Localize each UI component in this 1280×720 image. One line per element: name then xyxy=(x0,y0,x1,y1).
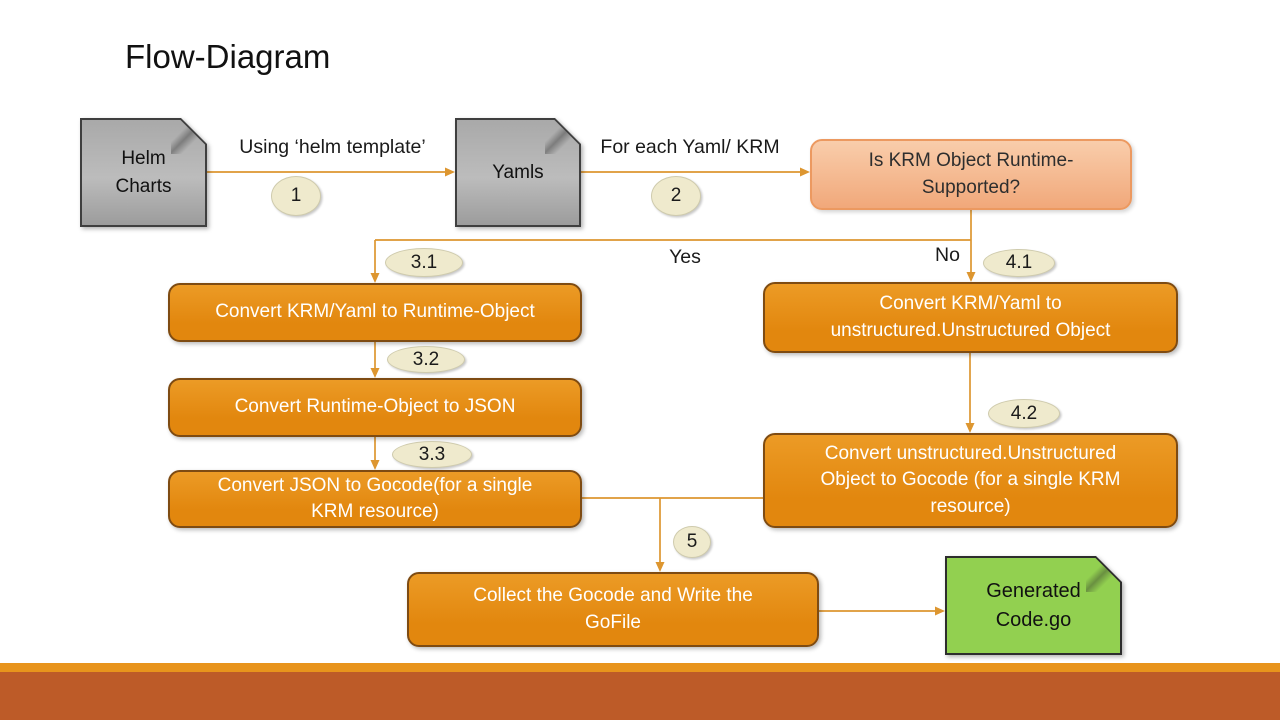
node-collect-gocode-write-gofile: Collect the Gocode and Write the GoFile xyxy=(407,572,819,647)
edge-label-for-each-yaml-krm: For each Yaml/ KRM xyxy=(600,136,780,158)
edge-label-using-helm-template: Using ‘helm template’ xyxy=(239,136,426,158)
node-convert-krm-to-runtime-object: Convert KRM/Yaml to Runtime-Object xyxy=(168,283,582,342)
step-badge-3-2: 3.2 xyxy=(387,346,465,373)
node-convert-krm-to-unstructured: Convert KRM/Yaml to unstructured.Unstruc… xyxy=(763,282,1178,353)
branch-label-no: No xyxy=(935,244,960,266)
node-yamls: Yamls xyxy=(455,118,581,227)
footer-accent-bar xyxy=(0,663,1280,672)
node-label: Yamls xyxy=(492,161,544,183)
step-badge-3-3: 3.3 xyxy=(392,441,472,468)
footer-band xyxy=(0,672,1280,720)
node-label: Convert unstructured.Unstructured Object… xyxy=(820,443,1121,517)
node-label: Collect the Gocode and Write the GoFile xyxy=(473,585,753,633)
node-convert-runtime-object-to-json: Convert Runtime-Object to JSON xyxy=(168,378,582,437)
node-label: Convert JSON to Gocode(for a single KRM … xyxy=(217,474,533,522)
arrowhead-icon xyxy=(370,273,380,283)
step-badge-4-1: 4.1 xyxy=(983,249,1055,277)
arrowhead-icon xyxy=(370,368,380,378)
step-badge-5: 5 xyxy=(673,526,711,558)
node-convert-unstructured-to-gocode: Convert unstructured.Unstructured Object… xyxy=(763,433,1178,528)
node-convert-json-to-gocode: Convert JSON to Gocode(for a single KRM … xyxy=(168,470,582,528)
step-badge-2: 2 xyxy=(651,176,701,216)
branch-label-yes: Yes xyxy=(669,246,701,268)
node-label: Is KRM Object Runtime-Supported? xyxy=(868,149,1074,198)
arrowhead-icon xyxy=(445,167,455,177)
arrowhead-icon xyxy=(370,460,380,470)
arrowhead-icon xyxy=(965,423,975,433)
arrowhead-icon xyxy=(966,272,976,282)
node-label: Helm Charts xyxy=(115,147,172,197)
step-badge-3-1: 3.1 xyxy=(385,248,463,277)
node-label: Convert Runtime-Object to JSON xyxy=(234,396,516,418)
node-decision-krm-runtime-supported: Is KRM Object Runtime-Supported? xyxy=(810,139,1132,210)
node-generated-code-go: Generated Code.go xyxy=(945,556,1122,655)
arrowhead-icon xyxy=(655,562,665,572)
node-label: Convert KRM/Yaml to unstructured.Unstruc… xyxy=(830,293,1111,341)
node-helm-charts: Helm Charts xyxy=(80,118,207,227)
node-label: Convert KRM/Yaml to Runtime-Object xyxy=(215,301,535,323)
arrowhead-icon xyxy=(800,167,810,177)
node-label: Generated Code.go xyxy=(986,579,1081,631)
step-badge-4-2: 4.2 xyxy=(988,399,1060,428)
arrowhead-icon xyxy=(935,606,945,616)
page-title: Flow-Diagram xyxy=(125,38,331,75)
step-badge-1: 1 xyxy=(271,176,321,216)
